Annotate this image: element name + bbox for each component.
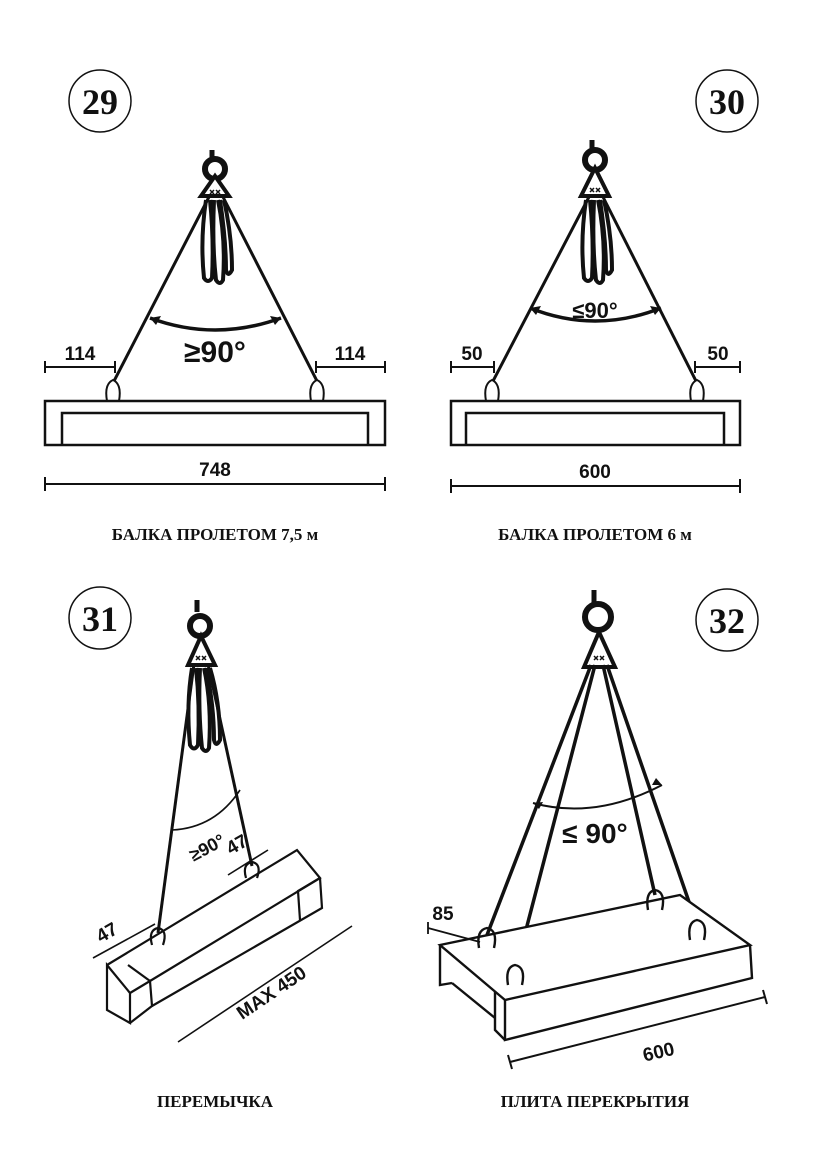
coiled-slings-icon bbox=[580, 199, 615, 285]
sling-left bbox=[156, 663, 196, 934]
sling-left bbox=[111, 194, 212, 384]
beam bbox=[449, 399, 742, 447]
lifting-loop-icon bbox=[149, 926, 166, 946]
angle-label: ≤ 90° bbox=[562, 818, 628, 849]
panel-29: 29 ≥90° 114 114 bbox=[43, 69, 387, 544]
sling bbox=[513, 664, 597, 973]
panel-32: 32 ≤ 90° 85 bbox=[427, 588, 768, 1111]
angle-label: ≥90° bbox=[186, 830, 228, 865]
crane-hook-icon bbox=[577, 140, 613, 198]
panel-31: 31 ≥90° 47 bbox=[68, 586, 353, 1111]
svg-text:600: 600 bbox=[579, 462, 611, 483]
sling-right bbox=[206, 663, 254, 867]
panel-number-circle bbox=[695, 69, 759, 133]
dimension-length: 748 bbox=[44, 460, 386, 491]
angle-arc bbox=[529, 306, 662, 323]
svg-text:600: 600 bbox=[641, 1039, 677, 1067]
svg-text:47: 47 bbox=[223, 831, 252, 860]
lifting-loop-icon bbox=[243, 860, 260, 879]
panel-number-circle bbox=[68, 69, 132, 133]
lifting-loop-icon bbox=[484, 378, 500, 402]
beam bbox=[43, 399, 387, 447]
panel-caption: ПЕРЕМЫЧКА bbox=[157, 1092, 274, 1111]
lifting-loop-icon bbox=[477, 926, 497, 949]
crane-hook-icon bbox=[184, 600, 219, 667]
crane-hook-icon bbox=[580, 590, 619, 669]
panel-number: 30 bbox=[709, 82, 745, 122]
panel-number: 31 bbox=[82, 599, 118, 639]
sling-right bbox=[220, 194, 320, 384]
dimension-right: 114 bbox=[315, 344, 386, 373]
sling-left bbox=[490, 194, 592, 384]
lifting-loop-icon bbox=[105, 378, 121, 402]
svg-text:85: 85 bbox=[432, 904, 454, 925]
lifting-loop-icon bbox=[309, 378, 325, 402]
dimension-right: 50 bbox=[694, 344, 741, 373]
svg-text:114: 114 bbox=[335, 344, 366, 365]
dimension-length: 600 bbox=[450, 462, 741, 493]
lifting-loop-icon bbox=[688, 918, 707, 941]
svg-text:47: 47 bbox=[93, 919, 122, 948]
lintel bbox=[105, 848, 324, 1025]
panel-caption: БАЛКА ПРОЛЕТОМ 6 м bbox=[498, 525, 692, 544]
svg-text:748: 748 bbox=[199, 460, 231, 481]
crane-hook-icon bbox=[197, 150, 233, 198]
panel-number-circle bbox=[695, 588, 759, 652]
lifting-loop-icon bbox=[689, 378, 705, 402]
lifting-loop-icon bbox=[646, 888, 665, 911]
sling bbox=[601, 664, 657, 896]
dimension-left: 50 bbox=[450, 344, 495, 373]
dimension-left: 85 bbox=[427, 904, 481, 943]
panel-number: 32 bbox=[709, 601, 745, 641]
sling bbox=[485, 664, 593, 936]
svg-text:50: 50 bbox=[461, 344, 482, 365]
panel-caption: БАЛКА ПРОЛЕТОМ 7,5 м bbox=[112, 525, 319, 544]
panel-30: 30 ≤90° 50 50 bbox=[449, 69, 759, 544]
panel-number-circle bbox=[68, 586, 132, 650]
angle-label: ≤90° bbox=[572, 298, 617, 323]
angle-label: ≥90° bbox=[184, 336, 246, 369]
svg-text:114: 114 bbox=[65, 344, 96, 365]
svg-text:50: 50 bbox=[707, 344, 728, 365]
sling-right bbox=[600, 194, 699, 384]
lifting-loop-icon bbox=[506, 963, 525, 986]
sling bbox=[605, 664, 699, 926]
coiled-slings-icon bbox=[200, 199, 235, 285]
panel-number: 29 bbox=[82, 82, 118, 122]
panel-caption: ПЛИТА ПЕРЕКРЫТИЯ bbox=[501, 1092, 690, 1111]
floor-slab bbox=[437, 893, 754, 1042]
svg-text:MAX 450: MAX 450 bbox=[233, 963, 310, 1025]
angle-arc bbox=[149, 316, 282, 332]
angle-arc bbox=[171, 789, 241, 831]
dimension-left: 114 bbox=[44, 344, 116, 373]
angle-arc bbox=[532, 784, 663, 810]
